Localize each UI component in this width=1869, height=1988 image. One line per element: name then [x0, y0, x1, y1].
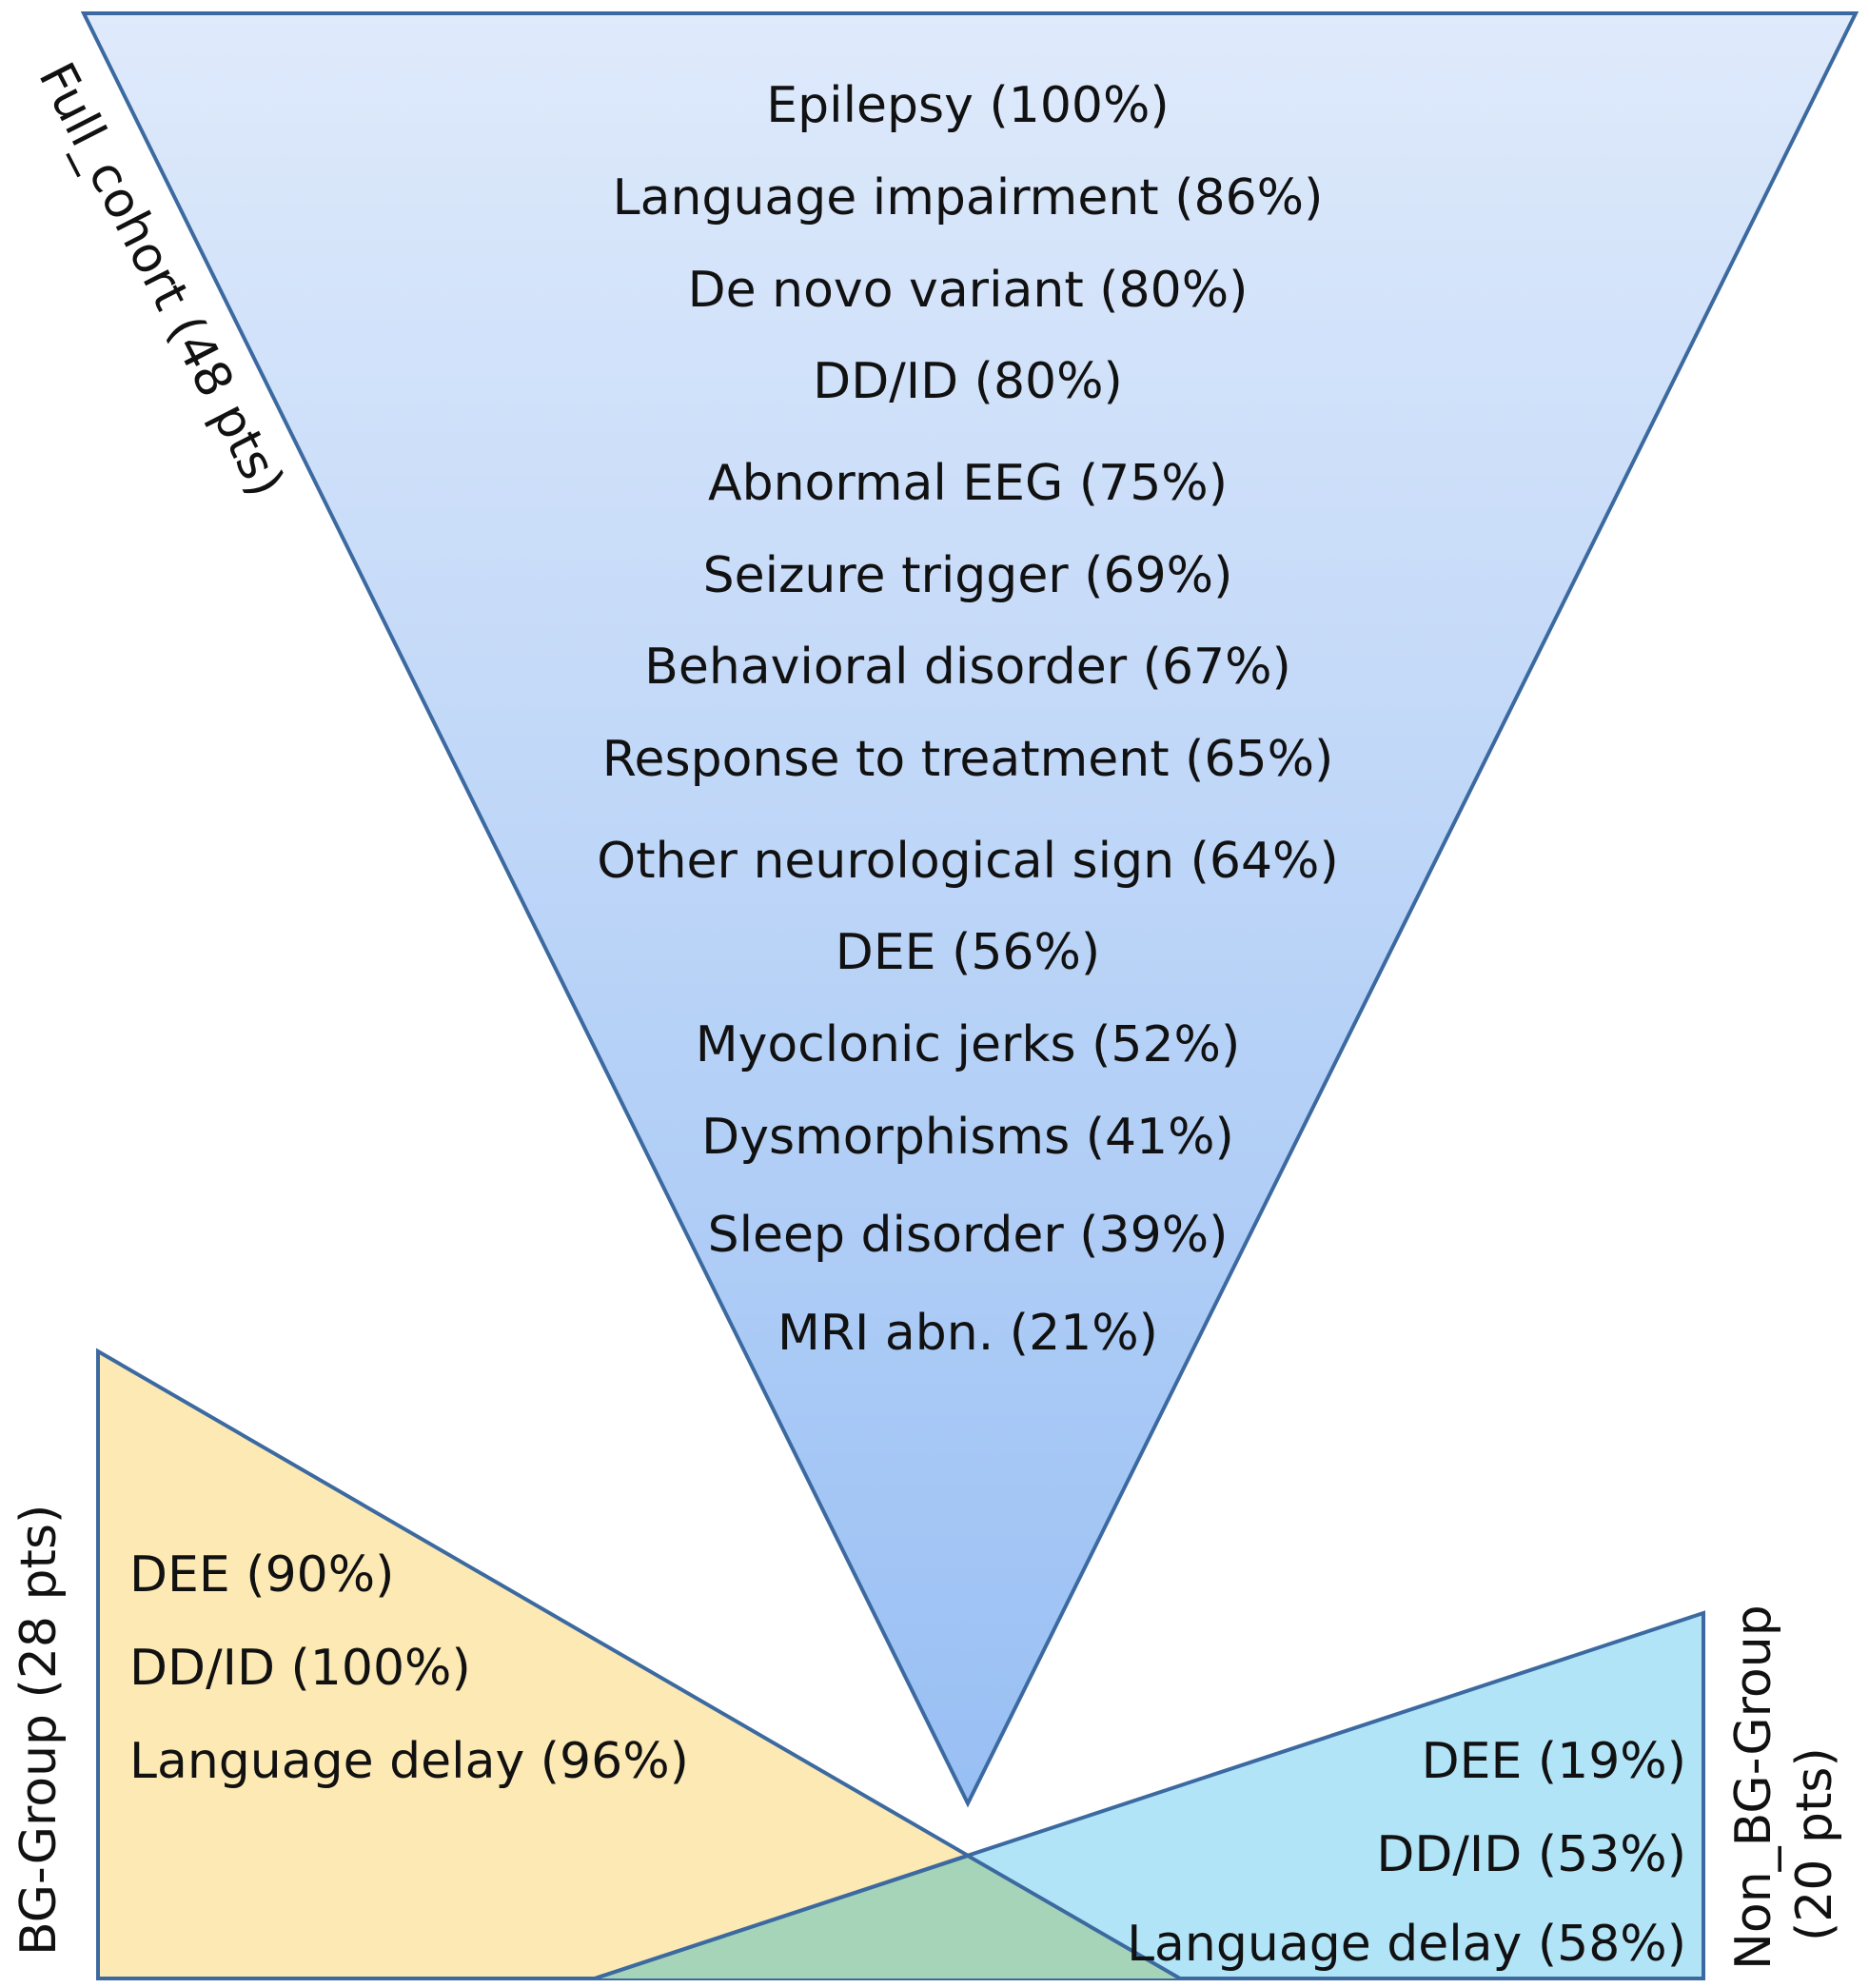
non-bg-group-item: Language delay (58%) — [1127, 1916, 1686, 1973]
full-cohort-item: DEE (56%) — [836, 924, 1100, 981]
full-cohort-item: Sleep disorder (39%) — [708, 1207, 1229, 1264]
full-cohort-item: DD/ID (80%) — [813, 353, 1123, 410]
full-cohort-item: Epilepsy (100%) — [766, 77, 1169, 134]
bg-group-item: Language delay (96%) — [129, 1733, 689, 1790]
full-cohort-item: De novo variant (80%) — [688, 262, 1249, 319]
full-cohort-item: Abnormal EEG (75%) — [708, 455, 1228, 512]
full-cohort-triangle — [80, 11, 1859, 1808]
bg-group-label: BG-Group (28 pts) — [10, 1505, 68, 1956]
bg-group-item: DD/ID (100%) — [129, 1640, 471, 1697]
full-cohort-item: Dysmorphisms (41%) — [701, 1109, 1234, 1166]
full-cohort-item: Myoclonic jerks (52%) — [696, 1016, 1241, 1073]
full-cohort-item: MRI abn. (21%) — [777, 1305, 1158, 1362]
non-bg-group-item: DEE (19%) — [1422, 1733, 1686, 1790]
full-cohort-item: Other neurological sign (64%) — [597, 833, 1338, 890]
full-cohort-item: Language impairment (86%) — [613, 169, 1324, 226]
full-cohort-item: Seizure trigger (69%) — [703, 547, 1233, 604]
non-bg-group-item: DD/ID (53%) — [1376, 1826, 1686, 1883]
bg-group-item: DEE (90%) — [129, 1546, 394, 1604]
full-cohort-item: Behavioral disorder (67%) — [644, 639, 1291, 696]
non-bg-group-label-line1: Non_BG-Group — [1725, 1604, 1782, 1970]
non-bg-group-label-line2: (20 pts) — [1786, 1747, 1843, 1941]
full-cohort-item: Response to treatment (65%) — [602, 731, 1334, 788]
